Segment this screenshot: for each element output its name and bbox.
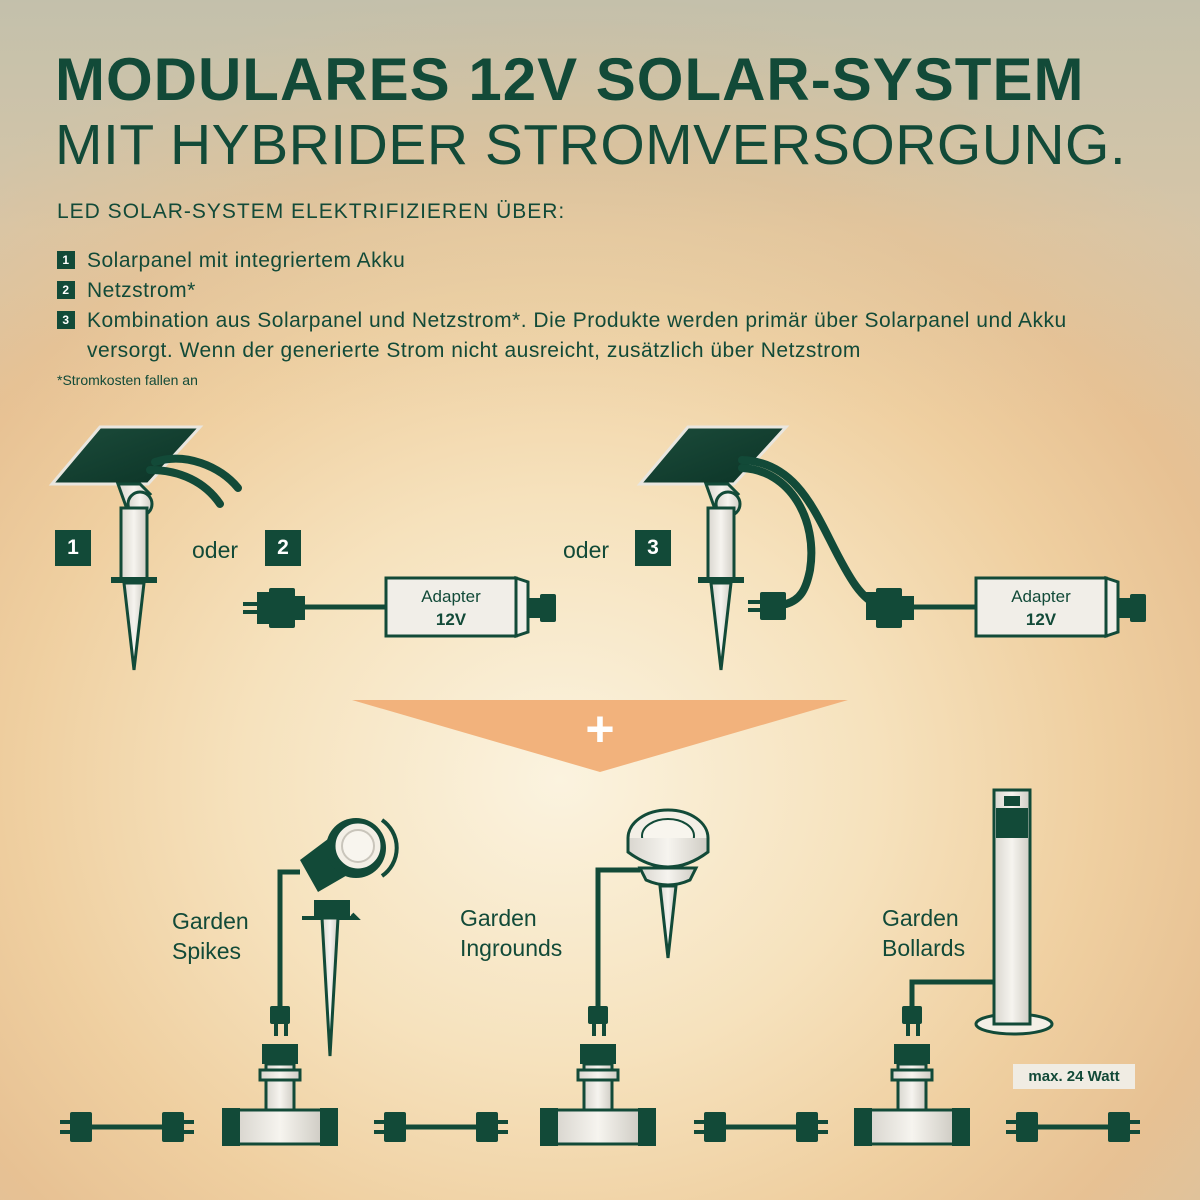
intro-heading: LED SOLAR-SYSTEM ELEKTRIFIZIEREN ÜBER: [57,200,566,223]
solar-panel-icon [48,425,242,508]
product-label-spikes: Garden Spikes [172,906,249,966]
inground-light-icon [595,808,710,1010]
or-label: oder [563,537,610,563]
cable-segment [60,1112,194,1142]
product-label-line: Garden [172,908,249,934]
option-1-badge: 1 [55,530,91,566]
option-3-badge: 3 [635,530,671,566]
list-item-text: Netzstrom* [87,279,196,302]
plug-icon [748,592,786,620]
product-label-line: Bollards [882,935,966,961]
cable-segment [1006,1112,1140,1142]
product-label-line: Garden [460,905,537,931]
or-label: oder [192,537,239,563]
list-item: 1 Solarpanel mit integriertem Akku [57,246,1157,276]
option-2-badge: 2 [265,530,301,566]
product-label-line: Garden [882,905,959,931]
plug-icon [243,588,305,628]
product-label-bollards: Garden Bollards [882,903,965,963]
plus-icon: + [585,701,615,757]
power-adapter-icon [384,575,556,639]
spotlight-icon [277,818,399,1057]
list-item: 3 Kombination aus Solarpanel und Netzstr… [57,306,1157,366]
adapter-label: Adapter 12V [386,587,516,630]
page-subtitle: MIT HYBRIDER STROMVERSORGUNG. [55,113,1127,177]
product-label-ingrounds: Garden Ingrounds [460,903,562,963]
footnote: *Stromkosten fallen an [57,372,198,388]
adapter-name: Adapter [421,587,481,606]
product-label-line: Spikes [172,938,242,964]
list-number: 2 [57,281,75,299]
t-connector-icon [854,1006,970,1146]
plug-icon [866,588,914,628]
list-item-text: Kombination aus Solarpanel und Netzstrom… [87,309,1067,362]
adapter-voltage: 12V [1025,610,1057,629]
list-item-text: Solarpanel mit integriertem Akku [87,249,406,272]
list-number: 1 [57,251,75,269]
background-haze [0,0,1200,420]
adapter-label: Adapter 12V [976,587,1106,630]
ground-spike-icon [698,482,744,671]
ground-spike-icon [111,482,157,671]
power-options-list: 1 Solarpanel mit integriertem Akku 2 Net… [57,246,1157,366]
cable-segment [374,1112,508,1142]
product-label-line: Ingrounds [460,935,563,961]
bollard-light-icon [909,788,1054,1036]
list-item: 2 Netzstrom* [57,276,1157,306]
t-connector-icon [540,1006,656,1146]
t-connector-icon [222,1006,338,1146]
solar-panel-icon [636,425,884,610]
adapter-voltage: 12V [435,610,467,629]
power-adapter-icon [974,575,1146,639]
list-number: 3 [57,311,75,329]
adapter-name: Adapter [1011,587,1071,606]
down-arrow-icon [352,700,848,772]
cable-segment [694,1112,828,1142]
max-power-badge: max. 24 Watt [1013,1064,1135,1089]
page-title: MODULARES 12V SOLAR-SYSTEM [55,46,1085,113]
